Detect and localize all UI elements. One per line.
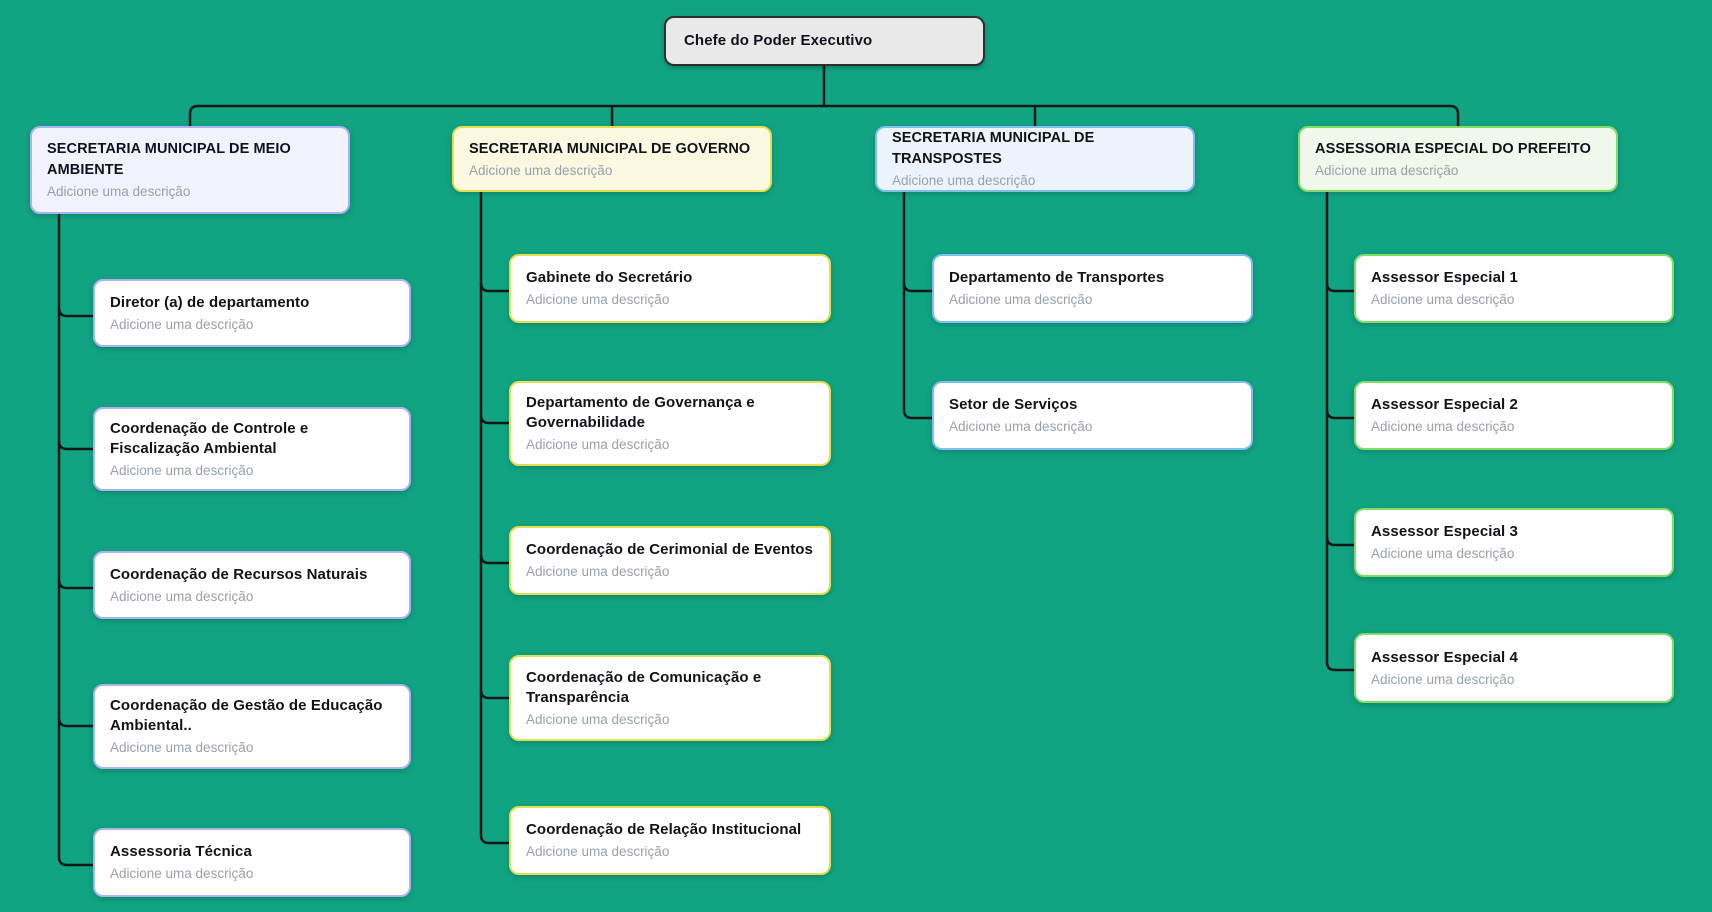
org-node-setor-de-servicos[interactable]: Setor de Serviços Adicione uma descrição [932, 381, 1253, 450]
node-description-placeholder: Adicione uma descrição [110, 462, 254, 478]
node-title: Coordenação de Gestão de Educação Ambien… [110, 697, 383, 735]
org-node-departamento-de-transportes[interactable]: Departamento de Transportes Adicione uma… [932, 254, 1253, 323]
node-description-placeholder: Adicione uma descrição [110, 740, 254, 756]
node-description-placeholder: Adicione uma descrição [469, 162, 613, 178]
node-description-placeholder: Adicione uma descrição [1315, 162, 1459, 178]
node-description-placeholder: Adicione uma descrição [1371, 292, 1515, 308]
org-node-assessoria-especial-prefeito[interactable]: ASSESSORIA ESPECIAL DO PREFEITO Adicione… [1298, 126, 1618, 192]
node-title: Gabinete do Secretário [526, 269, 693, 287]
node-title: Coordenação de Cerimonial de Eventos [526, 541, 814, 559]
org-node-coordenacao-recursos-naturais[interactable]: Coordenação de Recursos Naturais Adicion… [93, 551, 411, 619]
node-description-placeholder: Adicione uma descrição [526, 711, 670, 727]
node-title: Assessor Especial 4 [1371, 648, 1518, 666]
node-title: SECRETARIA MUNICIPAL DE MEIO AMBIENTE [47, 141, 291, 178]
org-node-diretor-de-departamento[interactable]: Diretor (a) de departamento Adicione uma… [93, 279, 411, 347]
org-node-coordenacao-gestao-educacao-ambiental[interactable]: Coordenação de Gestão de Educação Ambien… [93, 684, 411, 769]
node-title: Diretor (a) de departamento [110, 293, 310, 311]
org-node-coordenacao-cerimonial-eventos[interactable]: Coordenação de Cerimonial de Eventos Adi… [509, 526, 831, 595]
node-description-placeholder: Adicione uma descrição [949, 419, 1093, 435]
org-node-assessor-especial-2[interactable]: Assessor Especial 2 Adicione uma descriç… [1354, 381, 1674, 450]
node-description-placeholder: Adicione uma descrição [1371, 671, 1515, 687]
node-title: Departamento de Governança e Governabili… [526, 394, 755, 432]
node-title: Assessoria Técnica [110, 843, 252, 861]
node-title: Setor de Serviços [949, 396, 1078, 414]
org-node-secretaria-meio-ambiente[interactable]: SECRETARIA MUNICIPAL DE MEIO AMBIENTE Ad… [30, 126, 350, 214]
node-title: ASSESSORIA ESPECIAL DO PREFEITO [1315, 140, 1591, 157]
node-title: SECRETARIA MUNICIPAL DE GOVERNO [469, 140, 751, 157]
node-description-placeholder: Adicione uma descrição [110, 316, 254, 332]
node-description-placeholder: Adicione uma descrição [949, 292, 1093, 308]
node-title: Departamento de Transportes [949, 269, 1165, 287]
node-title: Assessor Especial 3 [1371, 523, 1518, 541]
org-node-assessor-especial-1[interactable]: Assessor Especial 1 Adicione uma descriç… [1354, 254, 1674, 323]
org-node-secretaria-transpostes[interactable]: SECRETARIA MUNICIPAL DE TRANSPOSTES Adic… [875, 126, 1195, 192]
org-node-assessoria-tecnica[interactable]: Assessoria Técnica Adicione uma descriçã… [93, 828, 411, 897]
node-description-placeholder: Adicione uma descrição [892, 173, 1036, 189]
org-node-chefe-do-poder-executivo[interactable]: Chefe do Poder Executivo [664, 16, 985, 66]
node-title: Coordenação de Comunicação e Transparênc… [526, 668, 762, 706]
node-title: Chefe do Poder Executivo [684, 32, 873, 50]
node-description-placeholder: Adicione uma descrição [526, 564, 670, 580]
node-description-placeholder: Adicione uma descrição [526, 437, 670, 453]
node-description-placeholder: Adicione uma descrição [526, 292, 670, 308]
node-title: Coordenação de Recursos Naturais [110, 565, 368, 583]
node-title: SECRETARIA MUNICIPAL DE TRANSPOSTES [892, 130, 1095, 167]
node-title: Assessor Especial 1 [1371, 269, 1518, 287]
org-node-assessor-especial-3[interactable]: Assessor Especial 3 Adicione uma descriç… [1354, 508, 1674, 577]
node-description-placeholder: Adicione uma descrição [110, 866, 254, 882]
org-node-coordenacao-controle-fiscalizacao-ambiental[interactable]: Coordenação de Controle e Fiscalização A… [93, 407, 411, 491]
node-description-placeholder: Adicione uma descrição [47, 184, 191, 200]
org-node-gabinete-do-secretario[interactable]: Gabinete do Secretário Adicione uma desc… [509, 254, 831, 323]
node-description-placeholder: Adicione uma descrição [1371, 546, 1515, 562]
org-node-coordenacao-comunicacao-transparencia[interactable]: Coordenação de Comunicação e Transparênc… [509, 655, 831, 741]
node-description-placeholder: Adicione uma descrição [1371, 419, 1515, 435]
org-node-secretaria-governo[interactable]: SECRETARIA MUNICIPAL DE GOVERNO Adicione… [452, 126, 772, 192]
node-description-placeholder: Adicione uma descrição [110, 588, 254, 604]
org-node-assessor-especial-4[interactable]: Assessor Especial 4 Adicione uma descriç… [1354, 633, 1674, 703]
org-node-departamento-governanca-governabilidade[interactable]: Departamento de Governança e Governabili… [509, 381, 831, 466]
node-title: Coordenação de Relação Institucional [526, 821, 802, 839]
node-title: Assessor Especial 2 [1371, 396, 1518, 414]
org-node-coordenacao-relacao-institucional[interactable]: Coordenação de Relação Institucional Adi… [509, 806, 831, 875]
node-title: Coordenação de Controle e Fiscalização A… [110, 419, 309, 457]
node-description-placeholder: Adicione uma descrição [526, 844, 670, 860]
